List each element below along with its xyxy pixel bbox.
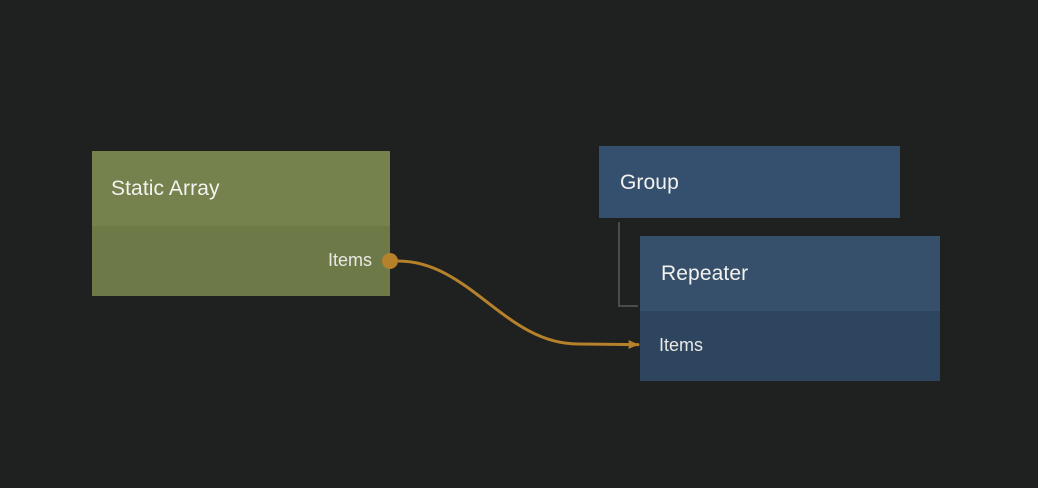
connection-wire-items-to-items[interactable] <box>396 259 640 349</box>
port-row-items-input[interactable]: Items <box>640 328 940 362</box>
node-static-array-header[interactable]: Static Array <box>92 151 390 226</box>
port-label-items-output: Items <box>327 250 372 270</box>
node-repeater-title: Repeater <box>661 262 749 285</box>
node-static-array-body: Items <box>92 226 390 296</box>
node-static-array[interactable]: Static Array Items <box>92 151 390 296</box>
node-group-title: Group <box>620 170 679 194</box>
node-repeater[interactable]: Repeater Items <box>640 236 940 381</box>
node-group[interactable]: Group <box>599 146 900 218</box>
port-label-items-input: Items <box>659 335 704 355</box>
port-row-items-output[interactable]: Items <box>92 243 390 277</box>
node-repeater-body: Items <box>640 311 940 381</box>
hierarchy-bracket <box>618 222 638 307</box>
port-dot-items-output[interactable] <box>382 253 398 269</box>
node-static-array-title: Static Array <box>111 177 220 200</box>
node-group-header[interactable]: Group <box>599 146 900 218</box>
node-repeater-header[interactable]: Repeater <box>640 236 940 311</box>
